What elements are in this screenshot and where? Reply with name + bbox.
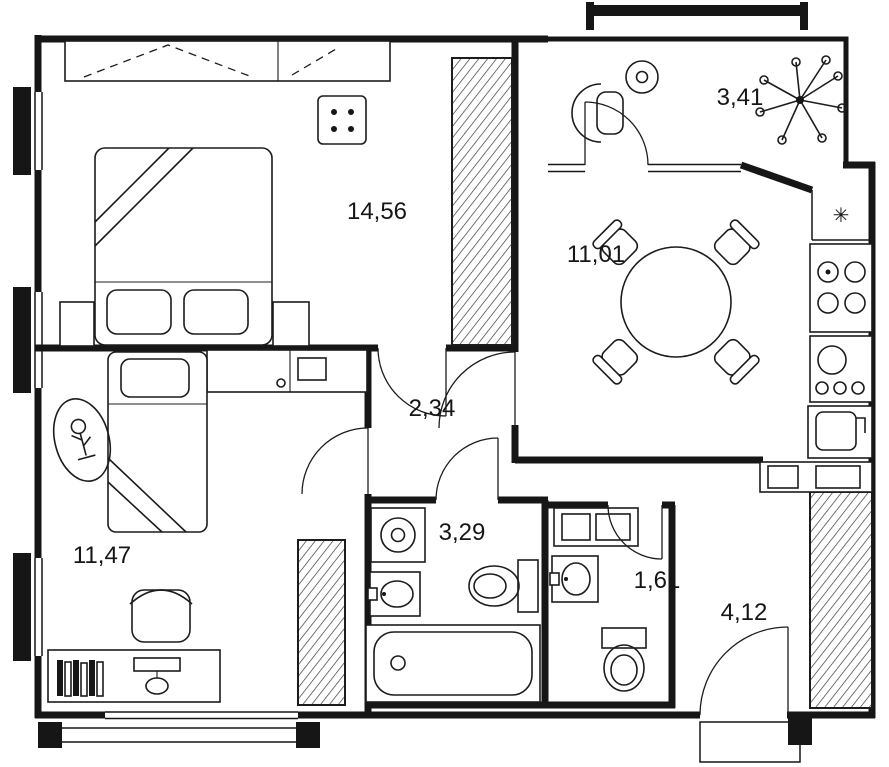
wc-door: [607, 504, 663, 560]
wardrobe-icon: [64, 40, 391, 82]
bathtub-icon: [365, 624, 541, 703]
washing-machine-icon: [370, 507, 426, 563]
area-label-balcony: 3,41: [717, 84, 764, 111]
desk-icon: [47, 649, 221, 703]
shelf-icon: [206, 349, 368, 393]
balcony-armchair-icon: [571, 83, 624, 143]
door-arc: [438, 351, 516, 429]
area-label-hallway: 2,34: [409, 395, 456, 422]
kitchen-sink-icon: [807, 405, 873, 459]
bedroom-door: [377, 347, 447, 417]
door-arc: [435, 437, 499, 501]
door-arc: [607, 504, 663, 560]
shaft-hatch-bedroom: [451, 57, 513, 346]
chair-icon: [592, 338, 639, 385]
area-label-corridor: 4,12: [721, 599, 768, 626]
area-label-living: 11,47: [73, 542, 131, 569]
balcony-table-icon: [625, 60, 659, 94]
door-arc: [584, 101, 649, 166]
stove-icon: [809, 243, 873, 333]
chair-icon: [592, 219, 639, 266]
entry-step: [699, 718, 812, 763]
bedside-square-table-icon: [317, 95, 367, 145]
wc-toilet-icon: [601, 627, 647, 692]
area-label-bedroom: 14,56: [347, 198, 407, 225]
decor-plant-icon: [52, 398, 112, 482]
wc-sink-icon: [549, 555, 599, 603]
balcony-parapet: [586, 2, 808, 30]
nightstand-icon: [59, 301, 95, 347]
door-arc: [301, 427, 369, 495]
window-left-1: [13, 87, 46, 175]
window-left-3: [13, 553, 46, 661]
chair-icon: [713, 338, 760, 385]
pillow-icon: [120, 358, 190, 398]
dining-table-icon: [620, 246, 732, 358]
area-label-kitchen: 11,01: [567, 241, 625, 268]
area-label-bathroom: 3,29: [439, 519, 486, 546]
window-left-2: [13, 287, 46, 393]
desk-chair-icon: [129, 589, 193, 643]
door-arc: [699, 626, 789, 716]
shaft-hatch-corridor: [809, 491, 873, 709]
books-icon: [57, 660, 104, 697]
chair-icon: [713, 219, 760, 266]
area-label-wc: 1,61: [634, 567, 681, 594]
bathroom-sink-icon: [367, 571, 421, 617]
double-bed-icon: [94, 147, 273, 346]
kitchen-counter-icon: [809, 335, 873, 403]
kitchen-closet: ✳: [811, 190, 872, 241]
door-arc: [377, 347, 447, 417]
monitor-icon: [133, 657, 181, 695]
single-bed-icon: [107, 351, 208, 533]
pillow-icon: [183, 289, 249, 335]
bathroom-door: [435, 437, 499, 501]
wc-cabinet-icon: [553, 507, 639, 547]
nightstand-icon: [272, 301, 310, 347]
toilet-icon: [468, 559, 539, 613]
pillow-icon: [106, 289, 172, 335]
entrance-door: [699, 626, 789, 716]
window-bottom: [38, 710, 320, 748]
living-room-door: [301, 427, 369, 495]
kitchen-door: [438, 351, 516, 429]
interior-walls: [35, 39, 814, 718]
balcony-door: [584, 101, 649, 166]
wardrobe-hatch-living: [297, 539, 346, 706]
vent-symbol: ✳: [833, 203, 850, 227]
plant-icon: [755, 55, 847, 145]
balcony-window-wall: [548, 163, 741, 173]
corridor-cabinet-icon: [759, 461, 873, 493]
